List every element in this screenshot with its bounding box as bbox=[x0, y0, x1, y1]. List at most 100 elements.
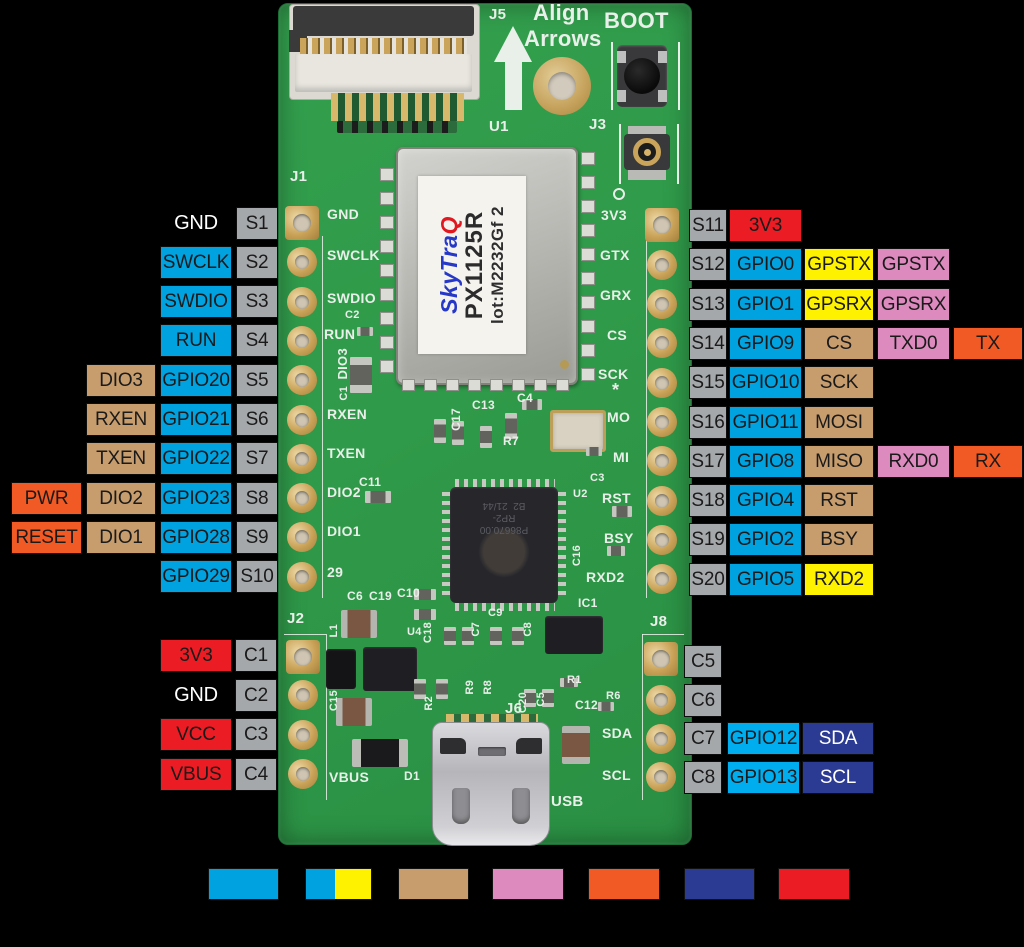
silkscreen-sck: SCK bbox=[598, 366, 629, 382]
mcu-pins-left bbox=[442, 492, 450, 598]
pin-label-S4-RUN: RUN bbox=[160, 324, 232, 357]
pin-label-C1-3V3: 3V3 bbox=[160, 639, 232, 672]
passive-component bbox=[452, 421, 464, 445]
header-pad bbox=[287, 443, 317, 474]
module-pad bbox=[581, 272, 595, 285]
header-pad bbox=[646, 685, 676, 715]
pin-label-S17-RXD0: RXD0 bbox=[877, 445, 950, 478]
align-arrow-shaft bbox=[505, 60, 522, 110]
passive-component bbox=[350, 357, 372, 393]
module-pad bbox=[581, 224, 595, 237]
passive-component bbox=[444, 627, 456, 645]
legend-color-orange bbox=[589, 869, 659, 899]
silkscreen-txen: TXEN bbox=[327, 445, 366, 461]
pin-label-S14-TXD0: TXD0 bbox=[877, 327, 950, 360]
silk-line-j8 bbox=[642, 634, 643, 800]
boot-button-cap bbox=[624, 58, 660, 94]
pin-label-C2-GND: GND bbox=[174, 684, 218, 706]
header-pad-square bbox=[645, 208, 679, 242]
silkscreen-rxen: RXEN bbox=[327, 406, 368, 422]
pin-id-C1: C1 bbox=[235, 639, 277, 672]
legend-color-navy bbox=[685, 869, 754, 899]
pin1-indicator-ring bbox=[613, 188, 625, 200]
passive-component bbox=[542, 689, 554, 707]
passive-component bbox=[607, 546, 625, 556]
pin-label-S10-GPIO29: GPIO29 bbox=[160, 560, 232, 593]
silkscreen-j2: J2 bbox=[287, 610, 305, 627]
module-pad bbox=[581, 320, 595, 333]
pin-id-S11: S11 bbox=[689, 209, 727, 242]
module-pad bbox=[581, 176, 595, 189]
module-pad bbox=[446, 379, 459, 391]
legend-swatch-power-red bbox=[778, 868, 850, 900]
capacitor bbox=[341, 610, 377, 638]
silkscreen-c1: C1 bbox=[338, 386, 350, 401]
usb-leg-right bbox=[512, 788, 530, 824]
pin-id-S20: S20 bbox=[689, 563, 727, 596]
header-pad-square bbox=[286, 640, 320, 674]
ffc-pin-feet bbox=[337, 121, 457, 133]
module-pad bbox=[581, 368, 595, 381]
silkscreen-j8: J8 bbox=[650, 613, 668, 630]
ufl-ring bbox=[633, 138, 661, 166]
ufl-tab-top bbox=[628, 126, 666, 136]
silkscreen-usb: USB bbox=[551, 793, 584, 810]
passive-component bbox=[612, 506, 632, 517]
silkscreen-j1: J1 bbox=[290, 168, 308, 185]
header-pad bbox=[287, 404, 317, 435]
ffc-clamp bbox=[293, 6, 474, 36]
passive-component bbox=[505, 413, 517, 439]
pin-label-S6-RXEN: RXEN bbox=[86, 403, 156, 436]
mcu-pins-bottom bbox=[455, 603, 555, 611]
silkscreen-l1: L1 bbox=[328, 624, 340, 638]
header-pad bbox=[287, 325, 317, 356]
mcu-pins-right bbox=[558, 492, 566, 598]
silkscreen-swclk: SWCLK bbox=[327, 247, 380, 263]
silkscreen-29: 29 bbox=[327, 564, 344, 580]
silkscreen-c3: C3 bbox=[590, 472, 605, 484]
legend-swatch-uart-pink bbox=[492, 868, 564, 900]
pin-id-S16: S16 bbox=[689, 406, 727, 439]
silkscreen-c18: C18 bbox=[422, 622, 434, 644]
silkscreen-rst: RST bbox=[602, 490, 631, 506]
header-pad bbox=[647, 524, 677, 555]
module-part-number: PX1125R bbox=[461, 210, 489, 320]
silkscreen-run: RUN bbox=[324, 326, 356, 342]
silkscreen-rxd2: RXD2 bbox=[586, 569, 625, 585]
module-pad bbox=[380, 240, 394, 253]
module-pad bbox=[581, 200, 595, 213]
module-pad bbox=[380, 360, 394, 373]
pin-label-S12-GPIO0: GPIO0 bbox=[729, 248, 802, 281]
pin-label-S8-GPIO23: GPIO23 bbox=[160, 482, 232, 515]
pin-label-C7-GPIO12: GPIO12 bbox=[727, 722, 800, 755]
passive-component bbox=[434, 419, 446, 443]
silkscreen-mi: MI bbox=[613, 449, 630, 465]
passive-component bbox=[462, 627, 474, 645]
module-pad bbox=[556, 379, 569, 391]
header-pad bbox=[287, 522, 317, 553]
capacitor bbox=[562, 726, 590, 764]
pin-id-C7: C7 bbox=[684, 722, 722, 755]
silkscreen-cs: CS bbox=[607, 327, 628, 343]
pin-label-S15-SCK: SCK bbox=[804, 366, 874, 399]
header-pad bbox=[647, 446, 677, 477]
module-pad bbox=[512, 379, 525, 391]
passive-component bbox=[598, 702, 614, 711]
silkscreen-gnd: GND bbox=[327, 206, 360, 222]
pin-label-S20-GPIO5: GPIO5 bbox=[729, 563, 802, 596]
pin-label-S18-GPIO4: GPIO4 bbox=[729, 484, 802, 517]
header-pad bbox=[287, 365, 317, 396]
header-pad bbox=[647, 289, 677, 320]
pin-label-S5-GPIO20: GPIO20 bbox=[160, 364, 232, 397]
pin-label-S14-GPIO9: GPIO9 bbox=[729, 327, 802, 360]
pin-label-S7-GPIO22: GPIO22 bbox=[160, 442, 232, 475]
pin-label-S12-GPSTX: GPSTX bbox=[877, 248, 950, 281]
usb-notch-left bbox=[440, 738, 466, 754]
header-pad-square bbox=[285, 206, 319, 240]
silkscreen-dio1: DIO1 bbox=[327, 523, 361, 539]
module-pad bbox=[380, 168, 394, 181]
pin-label-C4-VBUS: VBUS bbox=[160, 758, 232, 791]
passive-component bbox=[490, 627, 502, 645]
pin-id-S12: S12 bbox=[689, 248, 727, 281]
silkscreen-sda: SDA bbox=[602, 725, 633, 741]
